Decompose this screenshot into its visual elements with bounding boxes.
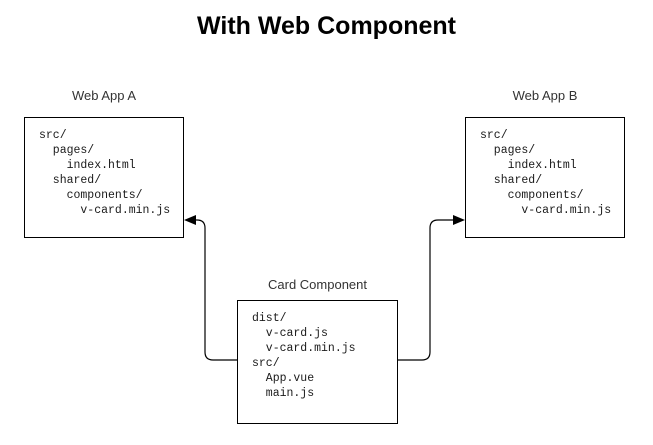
connector-card-component-to-web-app-a	[191, 219, 237, 361]
node-box-web-app-b: src/ pages/ index.html shared/ component…	[465, 117, 625, 238]
node-box-card-component: dist/ v-card.js v-card.min.js src/ App.v…	[237, 300, 398, 424]
arrow-head-left-icon	[184, 215, 196, 225]
node-label-web-app-b: Web App B	[512, 88, 578, 103]
page-title: With Web Component	[197, 12, 456, 40]
node-label-card-component: Card Component	[268, 277, 367, 292]
file-tree-card-component: dist/ v-card.js v-card.min.js src/ App.v…	[252, 312, 356, 400]
file-tree-web-app-a: src/ pages/ index.html shared/ component…	[39, 129, 171, 217]
file-tree-web-app-b: src/ pages/ index.html shared/ component…	[480, 129, 612, 217]
arrow-head-right-icon	[453, 215, 465, 225]
node-label-web-app-a: Web App A	[71, 88, 137, 103]
node-box-web-app-a: src/ pages/ index.html shared/ component…	[24, 117, 184, 238]
connector-card-component-to-web-app-b	[398, 219, 458, 361]
